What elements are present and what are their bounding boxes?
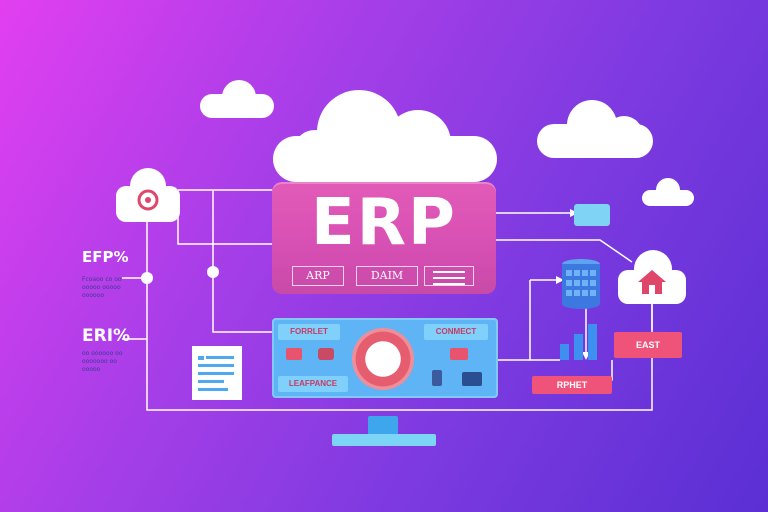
bar-chart-icon	[560, 324, 597, 360]
database-icon	[562, 259, 600, 309]
erp-menu-icon[interactable]	[424, 266, 474, 286]
briefcase-icon	[286, 348, 302, 360]
dashboard-screen: FORRLET CONMECT LEAFPANCE	[272, 318, 498, 398]
card-rphet: RPHET	[532, 376, 612, 394]
left-label-top-sub: Fcoaoo co oo ooooo ooooo oooooo	[82, 276, 122, 299]
home-icon	[638, 270, 666, 294]
monitor-base	[332, 434, 436, 446]
erp-tab-daim[interactable]: DAIM	[356, 266, 418, 286]
mail-icon	[450, 348, 468, 360]
erp-panel: ERP ARP DAIM	[272, 182, 496, 294]
monitor-stand	[368, 416, 398, 436]
cloud-right	[537, 100, 653, 158]
cloud-far-right	[642, 178, 694, 206]
document-icon	[192, 346, 242, 400]
cloud-large	[273, 90, 497, 182]
erp-title: ERP	[311, 186, 457, 260]
left-label-bottom-sub: oo oooooo oo ooooooo oo ooooo	[82, 350, 123, 373]
card-east: EAST	[614, 332, 682, 358]
dash-button-leafpance[interactable]: LEAFPANCE	[278, 376, 348, 392]
dash-button-conmect[interactable]: CONMECT	[424, 324, 488, 340]
left-label-top: EFP%	[82, 248, 129, 266]
erp-tab-arp[interactable]: ARP	[292, 266, 344, 286]
globe-icon	[352, 328, 414, 390]
bag-icon	[318, 348, 334, 360]
left-label-bottom: ERI%	[82, 326, 131, 346]
cloud-small-left	[200, 80, 274, 118]
message-icon	[574, 204, 610, 226]
gear-icon	[137, 189, 159, 211]
device-icon	[432, 370, 442, 386]
dash-button-forrlet[interactable]: FORRLET	[278, 324, 340, 340]
laptop-icon	[462, 372, 482, 386]
